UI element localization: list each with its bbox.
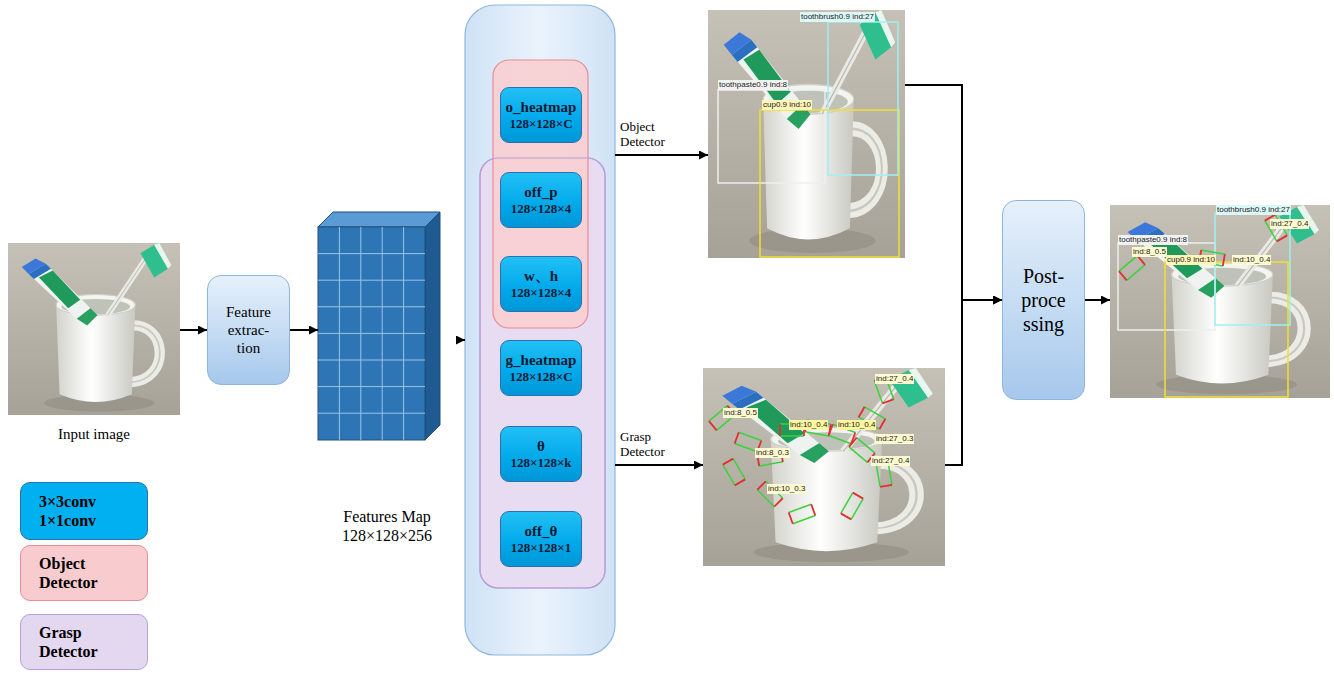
object-region <box>493 60 588 328</box>
output-head: w、h128×128×4 <box>500 256 582 312</box>
tensor-size: 128×128×4 <box>511 285 571 301</box>
connector-arrow <box>1085 299 1110 301</box>
head-panel: o_heatmap128×128×Coff_p128×128×4w、h128×1… <box>465 5 615 655</box>
head-name: off_θ <box>525 522 558 540</box>
detection-image: toothpaste0.9 ind:8 cup0.9 ind:10 toothbru… <box>708 10 905 258</box>
grasp-rectangles <box>1119 215 1287 281</box>
detection-label: ind:10_0.4 <box>789 420 828 430</box>
object-photo <box>708 10 905 258</box>
detection-label: ind:10_0.4 <box>837 420 876 430</box>
process-box: Feature extrac- tion <box>207 275 290 385</box>
detection-label: ind:8_0.3 <box>755 448 790 458</box>
tensor-size: 128×128×C <box>509 116 572 132</box>
output-head: off_p128×128×4 <box>500 172 582 228</box>
connector-arrow <box>945 300 1002 465</box>
legend-swatch: 3×3conv 1×1conv <box>20 482 148 540</box>
connector-arrow <box>290 329 318 331</box>
legend-label: 3×3conv 1×1conv <box>21 492 129 530</box>
detection-label: ind:27_0.3 <box>875 434 914 444</box>
legend-label: Object Detector <box>21 554 129 592</box>
node-label: Input image <box>58 426 130 443</box>
detection-label: ind:8_0.5 <box>723 408 758 418</box>
photo-scene <box>703 368 945 566</box>
block-grid <box>318 227 425 440</box>
bounding-box <box>760 110 899 257</box>
legend-swatch: Object Detector <box>20 545 148 601</box>
feature-map: Features Map 128×128×256 <box>318 210 456 545</box>
output-head: g_heatmap128×128×C <box>500 340 582 396</box>
detection-label: ind:27_0.4 <box>871 456 910 466</box>
result-image: toothpaste0.9 ind:8 ind:8_0.5cup0.9 ind:1… <box>1110 205 1330 398</box>
node-label: Post- proce ssing <box>1014 264 1074 336</box>
input-photo <box>8 243 180 415</box>
detection-label: cup0.9 ind:10 <box>1166 255 1216 265</box>
bounding-box <box>718 90 825 183</box>
detection-label: ind:27_0.4 <box>1270 219 1309 229</box>
head-name: off_p <box>524 183 557 201</box>
edge-label: Object Detector <box>620 119 690 149</box>
detection-label: ind:8_0.5 <box>1132 247 1167 257</box>
block-top <box>318 212 440 227</box>
process-box: Post- proce ssing <box>1002 200 1085 400</box>
output-head: o_heatmap128×128×C <box>500 87 582 143</box>
head-name: w、h <box>524 267 558 285</box>
grasp-rectangles <box>709 377 894 524</box>
output-head: θ128×128×k <box>500 426 582 482</box>
detection-label: toothpaste0.9 ind:8 <box>1118 235 1188 245</box>
head-name: o_heatmap <box>506 98 577 116</box>
detection-label: ind:10_0.4 <box>1232 255 1271 265</box>
detection-label: toothpaste0.9 ind:8 <box>718 80 788 90</box>
bounding-box <box>1215 213 1290 325</box>
connector-arrow <box>905 85 1002 300</box>
tensor-size: 128×128×C <box>509 369 572 385</box>
tensor-size: 128×128×1 <box>511 540 571 556</box>
edge-label: Grasp Detector <box>620 429 690 459</box>
output-head: off_θ128×128×1 <box>500 511 582 567</box>
node-label: Features Map 128×128×256 <box>318 507 456 545</box>
legend-swatch: Grasp Detector <box>20 614 148 670</box>
detection-label: ind:10_0.3 <box>767 484 806 494</box>
legend-label: Grasp Detector <box>21 623 129 661</box>
photo-scene <box>1110 205 1330 398</box>
grasp-photo <box>703 368 945 566</box>
result-photo <box>1110 205 1330 398</box>
connector-arrow <box>615 464 703 466</box>
block-front <box>318 227 425 440</box>
photo-scene <box>8 243 180 415</box>
bounding-box <box>1165 262 1288 397</box>
tensor-size: 128×128×k <box>510 455 571 471</box>
detection-label: toothbrush0.9 ind:27 <box>1216 205 1291 215</box>
node-label: Feature extrac- tion <box>218 303 280 357</box>
grasp-region-outline <box>480 158 605 588</box>
bounding-box <box>828 22 898 175</box>
connector-arrow <box>180 329 207 331</box>
head-name: θ <box>537 437 545 455</box>
head-panel-ground <box>465 5 615 655</box>
tensor-size: 128×128×4 <box>511 201 571 217</box>
detection-label: ind:27_0.4 <box>875 374 914 384</box>
connector-arrow <box>456 339 465 341</box>
grasp-image: ind:8_0.5ind:8_0.3ind:10_0.3ind:10_0.4in… <box>703 368 945 566</box>
detection-label: toothbrush0.9 ind:27 <box>800 12 875 22</box>
head-name: g_heatmap <box>506 351 577 369</box>
connector-arrow <box>615 154 708 156</box>
input-image: Input image <box>8 243 180 443</box>
block-side <box>425 212 440 440</box>
detection-label: cup0.9 ind:10 <box>762 100 812 110</box>
feature-map-block <box>318 212 440 440</box>
photo-scene <box>708 10 905 258</box>
